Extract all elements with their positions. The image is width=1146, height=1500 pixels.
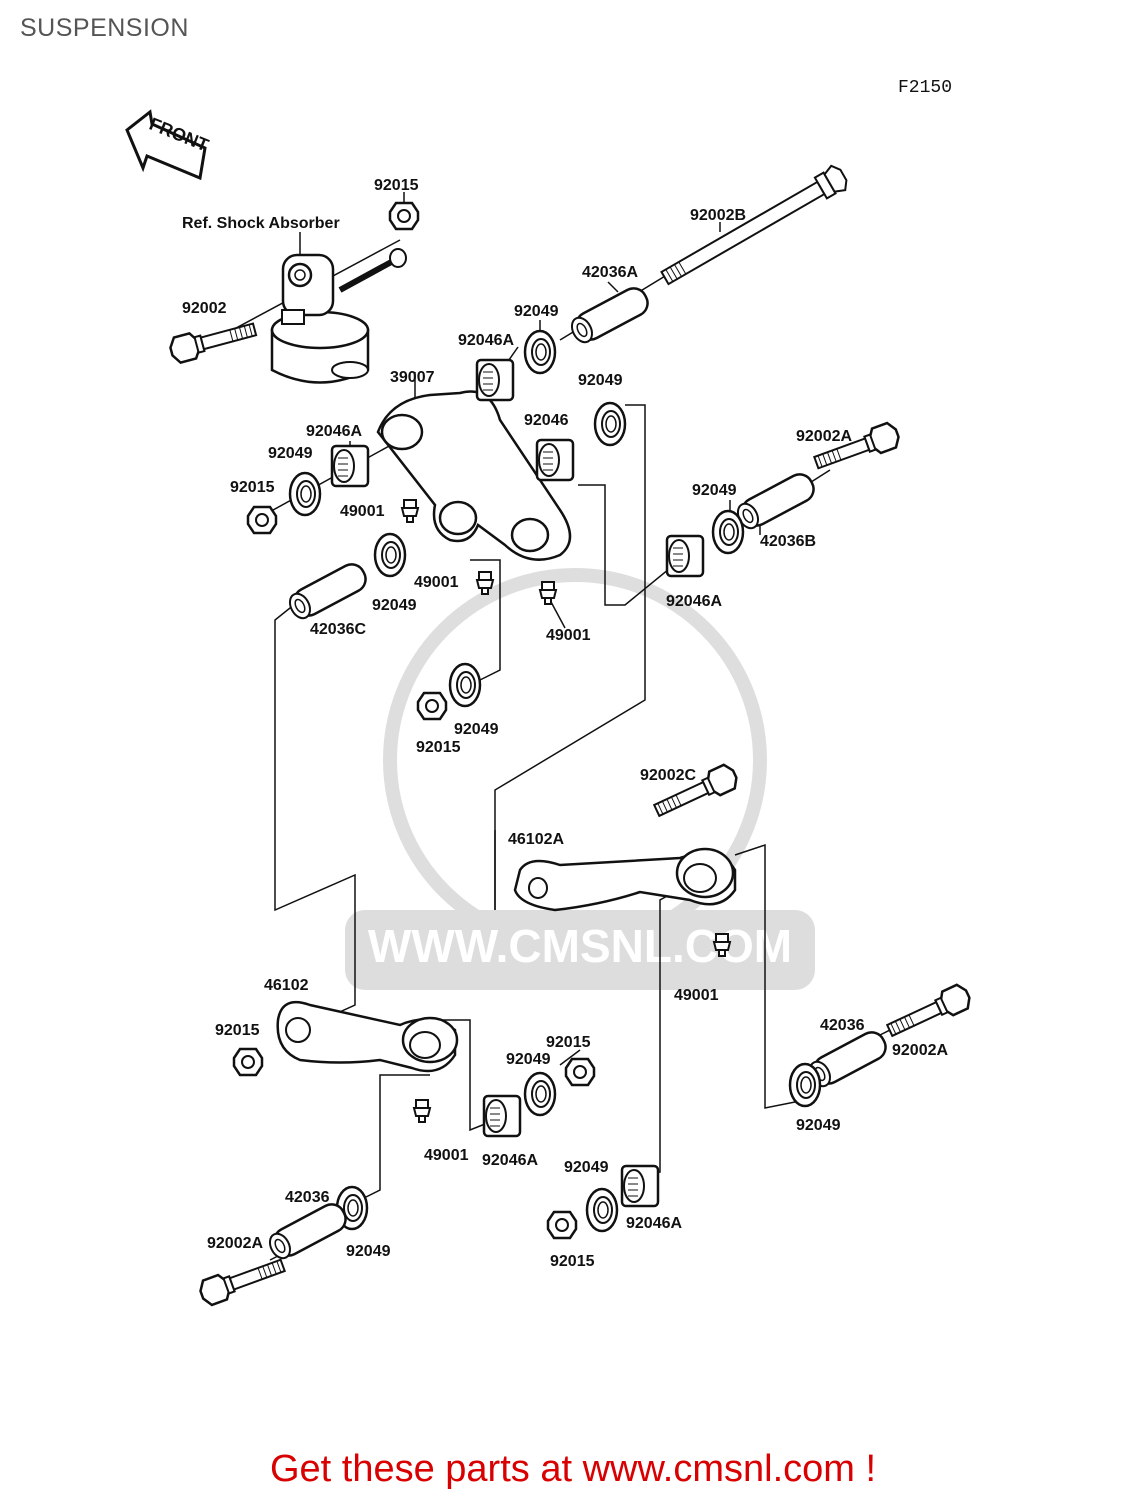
part-number-label: 42036 bbox=[285, 1189, 330, 1206]
part-number-label: 92002 bbox=[182, 300, 227, 317]
part-number-label: 49001 bbox=[546, 627, 591, 644]
part-number-label: 92046A bbox=[626, 1215, 682, 1232]
washer-icon bbox=[523, 329, 557, 375]
nut-icon bbox=[416, 691, 448, 721]
part-number-label: 42036C bbox=[310, 621, 366, 638]
page-title: SUSPENSION bbox=[20, 14, 189, 42]
part-number-label: 39007 bbox=[390, 369, 435, 386]
nut-icon bbox=[232, 1047, 264, 1077]
tie-rod-46102a bbox=[513, 847, 737, 912]
part-number-label: 92049 bbox=[692, 482, 737, 499]
get-parts-link[interactable]: Get these parts at www.cmsnl.com ! bbox=[269, 1448, 877, 1490]
part-number-label: 92049 bbox=[514, 303, 559, 320]
needle-bearing-icon bbox=[620, 1164, 660, 1208]
diagram-code: F2150 bbox=[898, 78, 952, 98]
part-number-label: 46102A bbox=[508, 831, 564, 848]
part-number-label: 92002C bbox=[640, 767, 696, 784]
part-number-label: 92049 bbox=[796, 1117, 841, 1134]
nut-icon bbox=[388, 201, 420, 231]
bolt-icon bbox=[883, 981, 975, 1044]
rocker-arm-39007 bbox=[376, 390, 572, 561]
part-number-label: 49001 bbox=[674, 987, 719, 1004]
collar-icon bbox=[264, 1198, 352, 1264]
needle-bearing-icon bbox=[475, 358, 515, 402]
collar-icon bbox=[284, 558, 372, 624]
washer-icon bbox=[585, 1187, 619, 1233]
part-number-label: 42036B bbox=[760, 533, 816, 550]
part-number-label: 49001 bbox=[414, 574, 459, 591]
part-number-label: 92046A bbox=[482, 1152, 538, 1169]
part-number-label: 92002A bbox=[207, 1235, 263, 1252]
parts-diagram: WWW.CMSNL.COM F2150 FRONT Ref. Shock Abs… bbox=[125, 78, 975, 1309]
ref-shock-absorber-label: Ref. Shock Absorber bbox=[182, 215, 340, 232]
long-bolt-92002b bbox=[660, 164, 848, 286]
part-number-label: 92046A bbox=[458, 332, 514, 349]
part-number-label: 92046A bbox=[666, 593, 722, 610]
washer-icon bbox=[593, 401, 627, 447]
part-number-label: 92049 bbox=[578, 372, 623, 389]
needle-bearing-icon bbox=[330, 444, 370, 488]
part-number-label: 92049 bbox=[346, 1243, 391, 1260]
nut-icon bbox=[564, 1057, 596, 1087]
washer-icon bbox=[711, 509, 745, 555]
part-number-label: 92049 bbox=[454, 721, 499, 738]
part-number-label: 92015 bbox=[546, 1034, 591, 1051]
part-number-label: 42036A bbox=[582, 264, 638, 281]
part-number-label: 92049 bbox=[372, 597, 417, 614]
nut-icon bbox=[246, 505, 278, 535]
part-number-label: 92002A bbox=[796, 428, 852, 445]
part-number-label: 92015 bbox=[230, 479, 275, 496]
tie-rod-46102 bbox=[276, 1000, 459, 1073]
needle-bearing-icon bbox=[665, 534, 705, 578]
part-number-label: 92015 bbox=[550, 1253, 595, 1270]
part-number-label: 92002A bbox=[892, 1042, 948, 1059]
needle-bearing-icon bbox=[535, 438, 575, 482]
part-number-label: 92002B bbox=[690, 207, 746, 224]
front-arrow-icon: FRONT bbox=[125, 109, 211, 181]
part-number-label: 92049 bbox=[506, 1051, 551, 1068]
grease-nipple-icon bbox=[401, 499, 419, 523]
part-number-label: 49001 bbox=[340, 503, 385, 520]
washer-icon bbox=[788, 1062, 822, 1108]
collar-icon bbox=[732, 468, 820, 534]
part-number-label: 92046A bbox=[306, 423, 362, 440]
grease-nipple-icon bbox=[413, 1099, 431, 1123]
shock-absorber-clevis bbox=[270, 248, 407, 384]
part-number-label: 92015 bbox=[215, 1022, 260, 1039]
part-number-label: 92049 bbox=[268, 445, 313, 462]
part-number-label: 92015 bbox=[416, 739, 461, 756]
washer-icon bbox=[373, 532, 407, 578]
nut-icon bbox=[546, 1210, 578, 1240]
washer-icon bbox=[523, 1071, 557, 1117]
part-number-label: 92046 bbox=[524, 412, 569, 429]
grease-nipple-icon bbox=[539, 581, 557, 605]
part-number-label: 49001 bbox=[424, 1147, 469, 1164]
part-number-label: 42036 bbox=[820, 1017, 865, 1034]
bolt-icon bbox=[196, 1251, 289, 1309]
washer-icon bbox=[448, 662, 482, 708]
needle-bearing-icon bbox=[482, 1094, 522, 1138]
part-number-label: 92015 bbox=[374, 177, 419, 194]
collar-icon bbox=[566, 282, 654, 348]
part-number-label: 46102 bbox=[264, 977, 309, 994]
washer-icon bbox=[288, 471, 322, 517]
part-number-label: 92049 bbox=[564, 1159, 609, 1176]
